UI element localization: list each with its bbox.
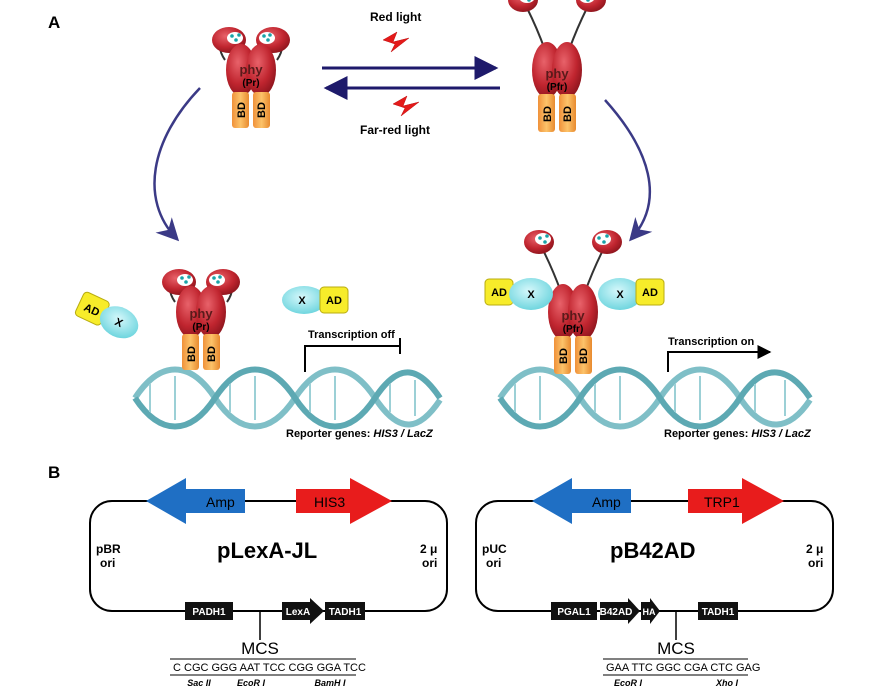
mcs-seq-1: C CGC GGG AAT TCC CGG GGA TCC	[173, 662, 366, 674]
prey-bound-right: X AD	[598, 278, 665, 310]
svg-text:Xho I: Xho I	[715, 678, 738, 688]
mcs-label-2: MCS	[657, 639, 695, 658]
svg-text:BD: BD	[206, 346, 218, 362]
reporter-genes-left: Reporter genes: HIS3 / LacZ	[286, 428, 434, 440]
svg-text:EcoR I: EcoR I	[614, 678, 643, 688]
prey-bound-left: AD X	[484, 278, 553, 310]
svg-text:phy: phy	[545, 66, 569, 81]
svg-text:X: X	[616, 289, 624, 301]
plasmid-pb42ad: Amp TRP1 pUC ori pB42AD 2 μ ori PGAL1 B4…	[475, 478, 834, 688]
reporter-genes-right: Reporter genes: HIS3 / LacZ	[664, 428, 812, 440]
svg-text:BD: BD	[256, 102, 268, 118]
svg-text:Amp: Amp	[592, 494, 621, 510]
prey-x-ad-right: X AD	[282, 286, 349, 314]
plasmid-plexa-jl: Amp HIS3 pBR ori pLexA-JL 2 μ ori PADH1 …	[89, 478, 448, 688]
svg-text:PGAL1: PGAL1	[557, 607, 591, 618]
dna-helix-right	[497, 366, 813, 430]
svg-text:(Pr): (Pr)	[192, 322, 209, 333]
svg-text:pUC: pUC	[482, 542, 507, 556]
svg-text:AD: AD	[326, 295, 342, 307]
phy-pr-bound: phy (Pr) BD BD	[161, 268, 241, 371]
svg-text:BD: BD	[542, 106, 554, 122]
svg-text:(Pfr): (Pfr)	[547, 82, 568, 93]
svg-text:ori: ori	[100, 556, 115, 570]
curved-arrow-left	[153, 87, 201, 242]
svg-text:TADH1: TADH1	[702, 607, 735, 618]
svg-text:EcoR I: EcoR I	[237, 678, 266, 688]
phy-pr-top: phy (Pr) BD BD	[211, 26, 291, 129]
svg-text:BD: BD	[558, 348, 570, 364]
dna-helix-left	[132, 366, 443, 430]
svg-text:BD: BD	[562, 106, 574, 122]
trp1-arrow	[688, 478, 784, 524]
svg-text:AD: AD	[642, 287, 658, 299]
svg-text:2 μ: 2 μ	[420, 542, 437, 556]
svg-text:phy: phy	[239, 62, 263, 77]
plasmid1-name: pLexA-JL	[217, 538, 317, 563]
svg-text:BamH I: BamH I	[314, 678, 346, 688]
svg-text:X: X	[298, 295, 306, 307]
panel-label-a: A	[48, 13, 60, 32]
svg-text:AD: AD	[491, 287, 507, 299]
red-light-label: Red light	[370, 10, 421, 24]
prey-ad-x-left: AD X	[74, 291, 139, 339]
far-red-light-bolt-icon	[392, 95, 420, 117]
svg-text:HA: HA	[643, 607, 656, 617]
mcs-seq-2: GAA TTC GGC CGA CTC GAG	[606, 662, 760, 674]
his3-arrow	[296, 478, 392, 524]
svg-text:(Pr): (Pr)	[242, 78, 259, 89]
svg-text:ori: ori	[808, 556, 823, 570]
curved-arrow-right	[604, 99, 653, 242]
svg-text:phy: phy	[561, 308, 585, 323]
svg-text:BD: BD	[578, 348, 590, 364]
svg-text:2 μ: 2 μ	[806, 542, 823, 556]
mcs-label-1: MCS	[241, 639, 279, 658]
far-red-light-label: Far-red light	[360, 123, 430, 137]
dna-rungs-left	[149, 376, 416, 420]
amp-arrow-2	[532, 478, 631, 524]
svg-text:B42AD: B42AD	[600, 607, 633, 618]
phy-pfr-top: phy (Pfr) BD BD	[507, 0, 607, 133]
svg-text:HIS3: HIS3	[314, 494, 345, 510]
svg-text:ori: ori	[486, 556, 501, 570]
amp-arrow-1	[146, 478, 245, 524]
svg-text:pBR: pBR	[96, 542, 121, 556]
panel-label-b: B	[48, 463, 60, 482]
svg-text:(Pfr): (Pfr)	[563, 324, 584, 335]
svg-text:PADH1: PADH1	[192, 607, 226, 618]
plasmid2-name: pB42AD	[610, 538, 696, 563]
svg-text:LexA: LexA	[286, 607, 310, 618]
svg-text:BD: BD	[186, 346, 198, 362]
svg-text:ori: ori	[422, 556, 437, 570]
svg-text:Amp: Amp	[206, 494, 235, 510]
dna-rungs-right	[514, 376, 786, 420]
transcription-off-label: Transcription off	[308, 329, 395, 341]
svg-text:TADH1: TADH1	[329, 607, 362, 618]
svg-text:BD: BD	[236, 102, 248, 118]
transcription-on-label: Transcription on	[668, 336, 754, 348]
svg-text:Sac II: Sac II	[187, 678, 211, 688]
svg-text:X: X	[527, 289, 535, 301]
svg-text:TRP1: TRP1	[704, 494, 740, 510]
phy-pfr-bound: phy (Pfr) BD BD	[523, 229, 623, 375]
red-light-bolt-icon	[382, 31, 410, 53]
transcription-on-arrow	[667, 345, 772, 372]
svg-text:phy: phy	[189, 306, 213, 321]
transcription-off-marker	[304, 338, 401, 372]
